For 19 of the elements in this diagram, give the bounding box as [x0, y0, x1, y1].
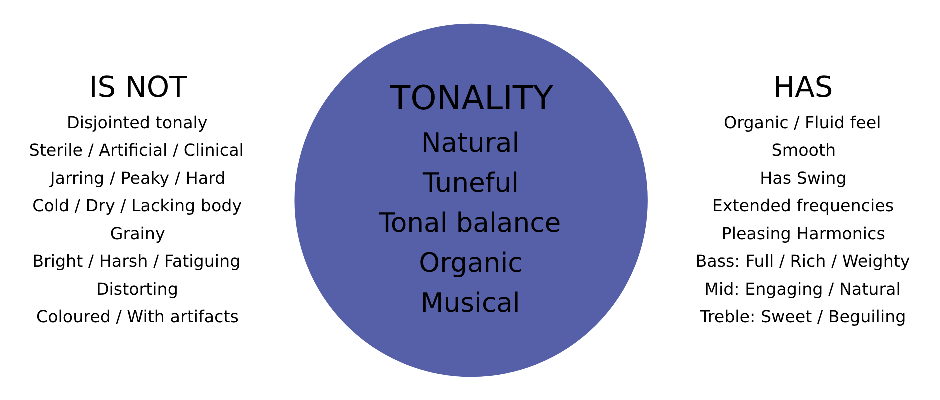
- label: HAS: [772, 69, 833, 104]
- label: Jarring / Peaky / Hard: [50, 168, 226, 188]
- label: Distorting: [96, 279, 178, 298]
- label: Extended frequencies: [712, 196, 894, 216]
- label: Treble: Sweet / Beguiling: [700, 307, 906, 326]
- label: Organic / Fluid feel: [724, 112, 881, 132]
- label: Grainy: [110, 224, 165, 243]
- label: Has Swing: [760, 168, 846, 188]
- label: Bright / Harsh / Fatiguing: [32, 252, 240, 271]
- label: Disjointed tonaly: [66, 112, 208, 132]
- label: Coloured / With artifacts: [36, 307, 238, 326]
- label: Mid: Engaging / Natural: [704, 279, 900, 298]
- label: Cold / Dry / Lacking body: [32, 196, 242, 216]
- label: Bass: Full / Rich / Weighty: [695, 252, 910, 271]
- label: IS NOT: [88, 69, 187, 104]
- label: Pleasing Harmonics: [721, 224, 885, 243]
- label: Smooth: [771, 140, 836, 160]
- label: Sterile / Artificial / Clinical: [28, 140, 244, 160]
- node-circle: TONALITY Natural Tuneful Tonal balance Organic Musical: [294, 23, 648, 377]
